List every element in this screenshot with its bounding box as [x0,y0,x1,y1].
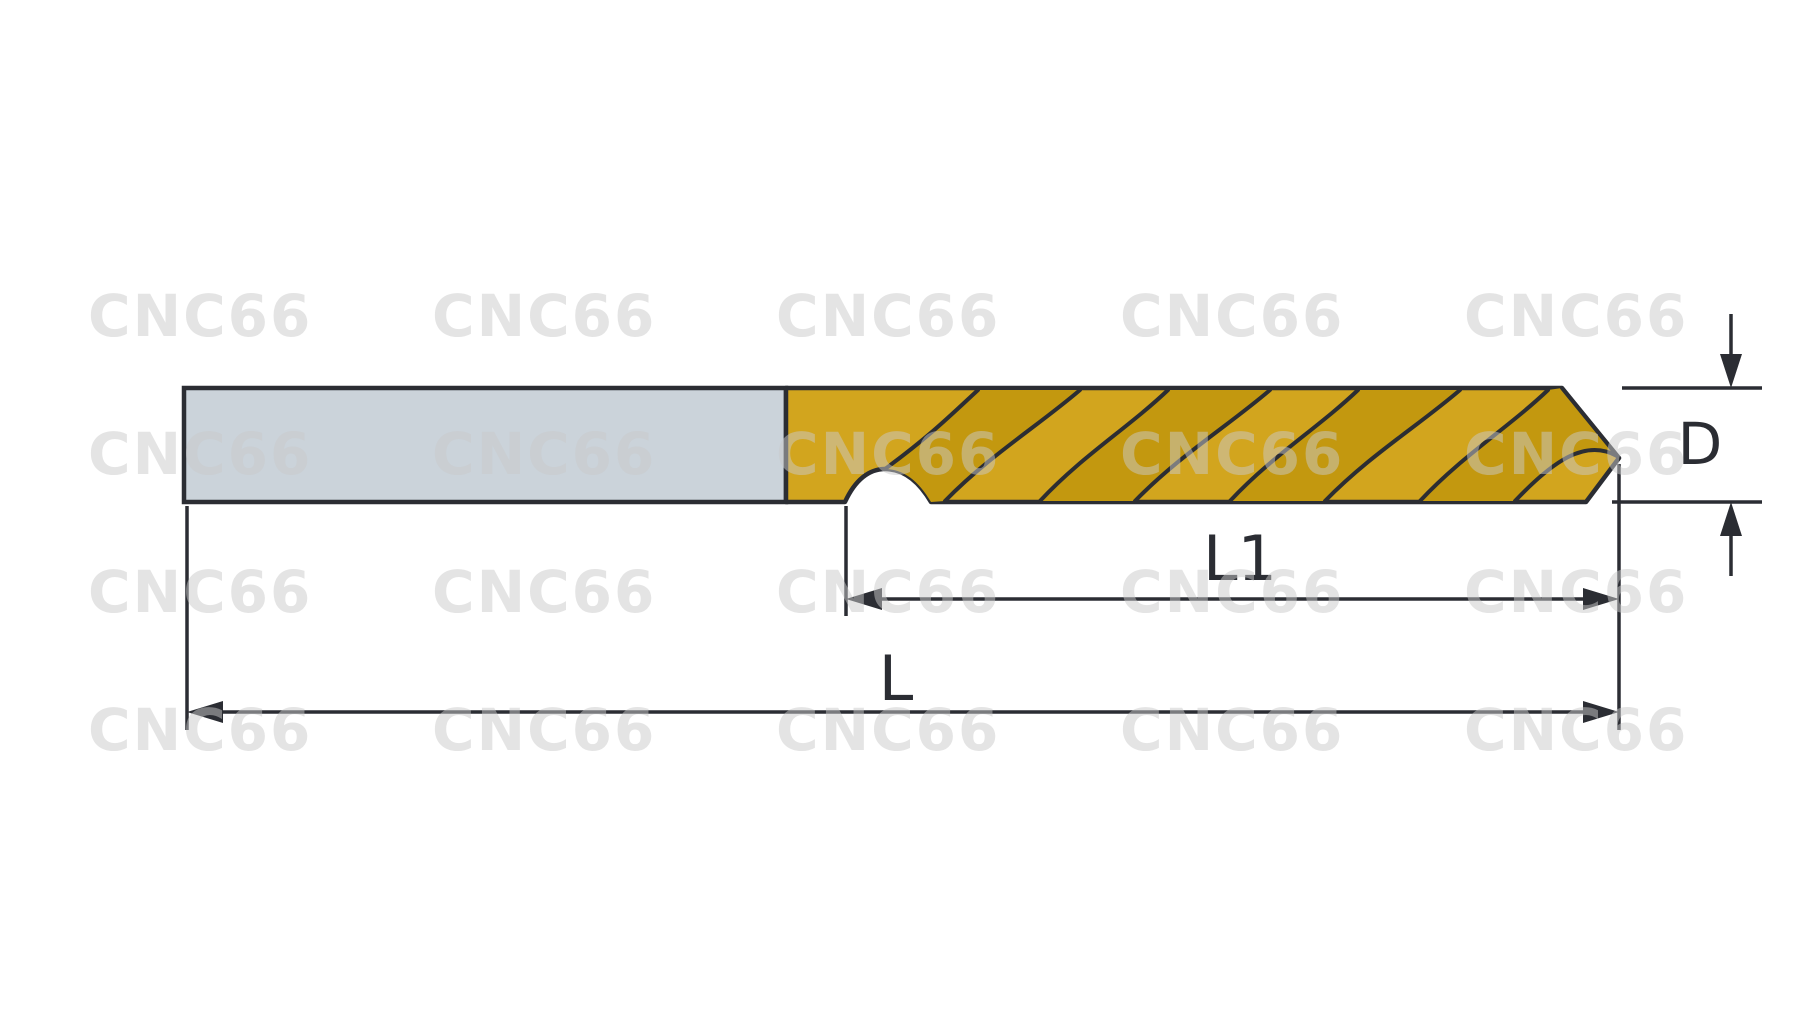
dimension-overall-length [185,506,1619,730]
drill-shank [181,385,789,505]
flute-spiral-line [943,388,1082,503]
flute-shadow-band [1420,388,1619,501]
flute-spiral-line [1418,388,1550,503]
dim-l1-arrow-left-icon [846,588,882,610]
flute-shadow-bands [885,388,1619,502]
dim-d-arrow-up-icon [1720,502,1742,536]
flute-shadow-band [1040,390,1270,501]
label-overall-length-l: L [879,642,914,715]
dimension-flute-length [844,464,1621,730]
flute-spiral-line [1323,388,1462,503]
label-diameter-d: D [1678,410,1723,478]
label-flute-length-l1: L1 [1203,522,1277,595]
flute-spiral-lines [883,386,1621,503]
drill-tip-lip-line [1560,386,1621,460]
dimension-diameter [1612,314,1762,576]
flute-shadow-band [1230,390,1460,501]
dim-l-arrow-left-icon [187,701,223,723]
flute-spiral-line [883,388,980,471]
dim-l-arrow-right-icon [1583,701,1619,723]
drill-bit-drawing [181,385,1622,505]
flute-spiral-line [1513,447,1619,503]
flute-spiral-line [1133,388,1272,503]
dim-d-arrow-down-icon [1720,354,1742,388]
flute-shadow-band [885,390,1080,502]
flute-spiral-line [1228,388,1360,503]
dim-l1-arrow-right-icon [1583,588,1619,610]
flute-spiral-line [1038,388,1170,503]
